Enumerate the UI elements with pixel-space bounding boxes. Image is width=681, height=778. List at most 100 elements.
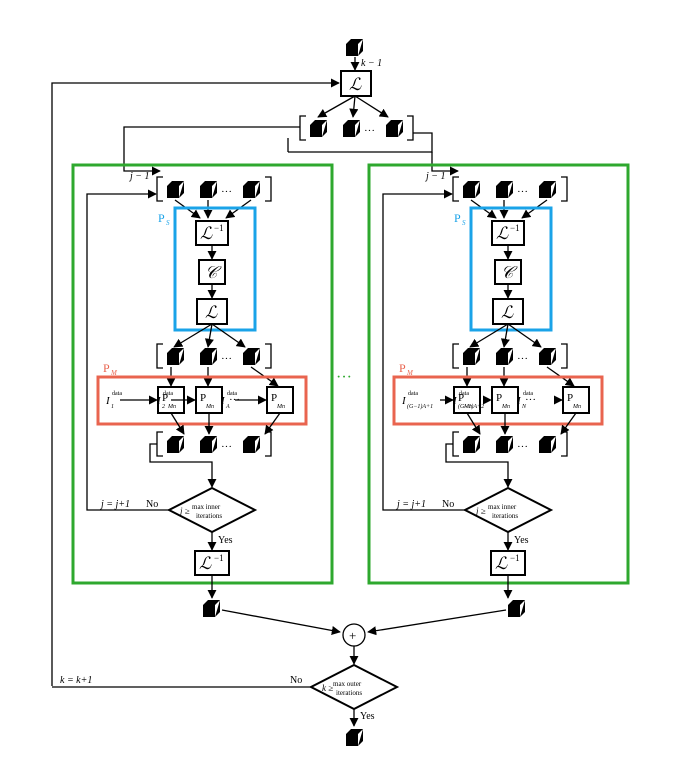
outer-decision-line1: max outer xyxy=(333,680,362,688)
pmn-sub-label: Mn xyxy=(167,404,176,410)
cube-icon xyxy=(508,600,525,617)
inner-decision-var: j ≥ xyxy=(179,506,190,516)
data-superscript: data xyxy=(408,391,418,397)
inner-yes-label: Yes xyxy=(218,535,233,546)
cube-icon xyxy=(496,348,513,365)
data-input-sub: A xyxy=(225,404,230,410)
mid-row-ellipsis: ··· xyxy=(221,353,232,365)
blue-frame-ps xyxy=(469,206,553,332)
pm-sub-label: M xyxy=(110,369,118,377)
final-L-inverse-label: ℒ xyxy=(495,554,508,574)
pmn-label: P xyxy=(162,392,168,404)
cube-icon xyxy=(539,181,556,198)
inner-no-label: No xyxy=(146,499,158,510)
cube-icon xyxy=(200,436,217,453)
pmn-label: P xyxy=(271,392,277,404)
inner-no-label: No xyxy=(442,499,454,510)
cube-icon xyxy=(243,348,260,365)
top-row-ellipsis: ··· xyxy=(221,186,232,198)
sum-node-icon: + xyxy=(342,623,366,647)
cube-icon xyxy=(463,348,480,365)
data-input-label: I xyxy=(516,395,522,407)
cube-icon xyxy=(496,181,513,198)
j-minus-1-label: j − 1 xyxy=(128,171,150,182)
right-bracket xyxy=(407,115,414,141)
cube-icon xyxy=(167,348,184,365)
outer-yes-label: Yes xyxy=(360,711,375,722)
cube-icon xyxy=(200,348,217,365)
data-superscript: data xyxy=(163,391,173,397)
cube-icon xyxy=(386,120,403,137)
cube-icon xyxy=(167,181,184,198)
data-input-label: I xyxy=(156,395,162,407)
red-frame-pm xyxy=(96,375,308,426)
cube-icon xyxy=(463,181,480,198)
data-input-sub: 1 xyxy=(111,404,114,410)
inner-decision-line1: max inner xyxy=(192,503,221,511)
data-superscript: data xyxy=(459,391,469,397)
j-update-label: j = j+1 xyxy=(395,499,426,510)
final-L-inverse-box xyxy=(490,550,526,576)
cube-icon xyxy=(539,348,556,365)
data-input-sub: N xyxy=(521,404,527,410)
j-minus-1-label: j − 1 xyxy=(424,171,446,182)
k-update-label: k = k+1 xyxy=(60,675,92,686)
pmn-ellipsis: ··· xyxy=(525,394,536,406)
final-L-inverse-sup: −1 xyxy=(510,553,520,563)
cube-icon xyxy=(310,120,327,137)
top-section: k − 1 ℒ ··· xyxy=(123,39,459,176)
L-operator-label: ℒ xyxy=(349,75,362,95)
pm-sub-label: M xyxy=(406,369,414,377)
outer-no-label: No xyxy=(290,675,302,686)
pmn-label: P xyxy=(567,392,573,404)
ps-label: P xyxy=(454,211,461,225)
L-inverse-label: ℒ xyxy=(200,224,213,244)
final-L-inverse-label: ℒ xyxy=(199,554,212,574)
pmn-label: P xyxy=(458,392,464,404)
low-row-ellipsis: ··· xyxy=(221,441,232,453)
data-input-sub: 2 xyxy=(162,404,165,410)
inner-yes-label: Yes xyxy=(514,535,529,546)
pmn-box xyxy=(453,386,481,414)
pmn-sub-label: Mn xyxy=(501,404,510,410)
L-inverse-sup: −1 xyxy=(214,223,224,233)
L-operator-label: ℒ xyxy=(501,303,514,323)
green-panel-frame xyxy=(71,163,334,585)
cube-icon xyxy=(200,181,217,198)
data-input-label: I xyxy=(105,395,111,407)
data-input-label: I xyxy=(401,395,407,407)
bottom-section: + k ≥ max outer iterations No Yes xyxy=(52,600,525,746)
data-input-label: I xyxy=(452,395,458,407)
pmn-ellipsis: ··· xyxy=(229,394,240,406)
ellipsis: ··· xyxy=(364,125,375,137)
cube-icon xyxy=(343,120,360,137)
L-inverse-box xyxy=(195,220,229,246)
cube-icon xyxy=(496,436,513,453)
green-panel-frame xyxy=(367,163,630,585)
pm-label: P xyxy=(399,361,406,375)
pmn-sub-label: Mn xyxy=(572,404,581,410)
red-frame-pm xyxy=(392,375,604,426)
top-row-ellipsis: ··· xyxy=(517,186,528,198)
cube-icon xyxy=(167,436,184,453)
final-L-inverse-box xyxy=(194,550,230,576)
cube-icon xyxy=(463,436,480,453)
pmn-sub-label: Mn xyxy=(276,404,285,410)
pmn-sub-label: Mn xyxy=(463,404,472,410)
inner-decision-line1: max inner xyxy=(488,503,517,511)
data-superscript: data xyxy=(112,391,122,397)
cube-icon xyxy=(539,436,556,453)
ps-sub-label: S xyxy=(462,219,466,227)
outer-decision-var: k ≥ xyxy=(322,683,333,693)
left-bracket xyxy=(299,115,306,141)
final-L-inverse-sup: −1 xyxy=(214,553,224,563)
cube-icon xyxy=(346,729,363,746)
L-inverse-box xyxy=(491,220,525,246)
svg-text:+: + xyxy=(349,628,356,643)
mid-row-ellipsis: ··· xyxy=(517,353,528,365)
pm-label: P xyxy=(103,361,110,375)
ps-label: P xyxy=(158,211,165,225)
